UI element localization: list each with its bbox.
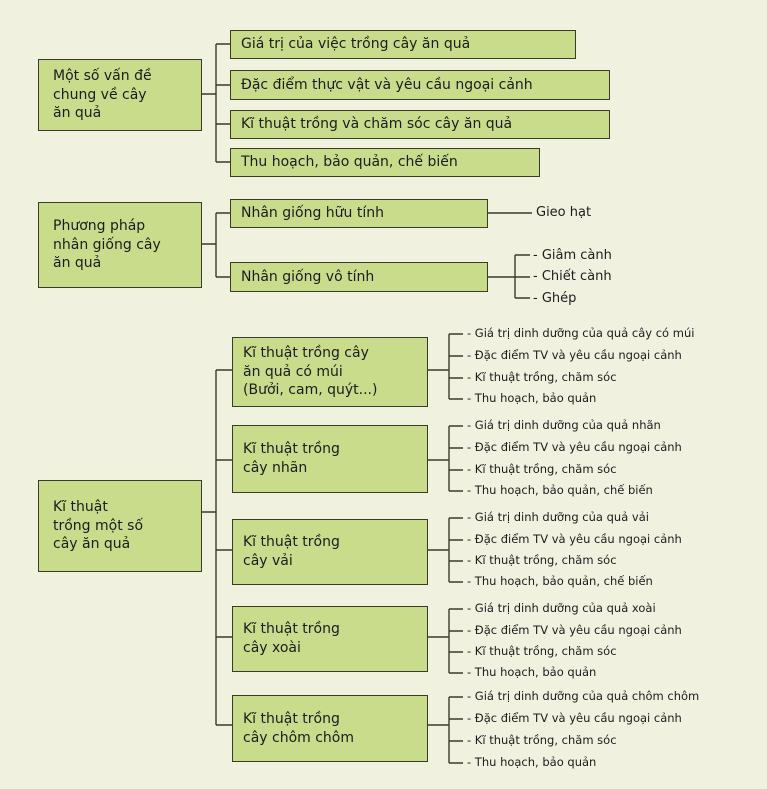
citrus-item-technique: - Kĩ thuật trồng, chăm sóc (467, 370, 617, 384)
lychee-item-technique: - Kĩ thuật trồng, chăm sóc (467, 553, 617, 567)
longan-item-nutrition: - Giá trị dinh dưỡng của quả nhãn (467, 418, 661, 432)
lychee-item-nutrition: - Giá trị dinh dưỡng của quả vải (467, 510, 649, 524)
branch-citrus: Kĩ thuật trồng cây ăn quả có múi (Bưởi, … (232, 337, 428, 407)
citrus-item-harvest: - Thu hoạch, bảo quản (467, 391, 597, 405)
lychee-item-harvest: - Thu hoạch, bảo quản, chế biến (467, 574, 653, 588)
branch-longan: Kĩ thuật trồng cây nhãn (232, 425, 428, 493)
branch-mango: Kĩ thuật trồng cây xoài (232, 606, 428, 672)
section-general-issues: Một số vấn đề chung về cây ăn quả (38, 59, 202, 131)
mango-item-harvest: - Thu hoạch, bảo quản (467, 665, 597, 679)
branch-planting-care: Kĩ thuật trồng và chăm sóc cây ăn quả (230, 110, 610, 139)
item-seed-sowing: Gieo hạt (536, 205, 592, 220)
lychee-item-traits: - Đặc điểm TV và yêu cầu ngoại cảnh (467, 532, 682, 546)
citrus-item-traits: - Đặc điểm TV và yêu cầu ngoại cảnh (467, 348, 682, 362)
branch-botanical-traits: Đặc điểm thực vật và yêu cầu ngoại cảnh (230, 70, 610, 100)
longan-item-traits: - Đặc điểm TV và yêu cầu ngoại cảnh (467, 440, 682, 454)
rambutan-item-traits: - Đặc điểm TV và yêu cầu ngoại cảnh (467, 711, 682, 725)
rambutan-item-harvest: - Thu hoạch, bảo quản (467, 755, 597, 769)
item-layering: - Chiết cành (533, 269, 612, 284)
branch-sexual-propagation: Nhân giống hữu tính (230, 199, 488, 228)
branch-value-of-planting: Giá trị của việc trồng cây ăn quả (230, 30, 576, 59)
section-propagation-methods: Phương pháp nhân giống cây ăn quả (38, 202, 202, 288)
item-grafting: - Ghép (533, 291, 577, 306)
item-cutting: - Giâm cành (533, 248, 612, 263)
branch-rambutan: Kĩ thuật trồng cây chôm chôm (232, 695, 428, 762)
branch-lychee: Kĩ thuật trồng cây vải (232, 519, 428, 585)
rambutan-item-nutrition: - Giá trị dinh dưỡng của quả chôm chôm (467, 689, 700, 703)
section-planting-techniques: Kĩ thuật trồng một số cây ăn quả (38, 480, 202, 572)
branch-asexual-propagation: Nhân giống vô tính (230, 262, 488, 292)
mango-item-traits: - Đặc điểm TV và yêu cầu ngoại cảnh (467, 623, 682, 637)
longan-item-harvest: - Thu hoạch, bảo quản, chế biến (467, 483, 653, 497)
longan-item-technique: - Kĩ thuật trồng, chăm sóc (467, 462, 617, 476)
mango-item-technique: - Kĩ thuật trồng, chăm sóc (467, 644, 617, 658)
citrus-item-nutrition: - Giá trị dinh dưỡng của quả cây có múi (467, 326, 695, 340)
branch-harvest-storage: Thu hoạch, bảo quản, chế biến (230, 148, 540, 177)
mango-item-nutrition: - Giá trị dinh dưỡng của quả xoài (467, 601, 656, 615)
rambutan-item-technique: - Kĩ thuật trồng, chăm sóc (467, 733, 617, 747)
